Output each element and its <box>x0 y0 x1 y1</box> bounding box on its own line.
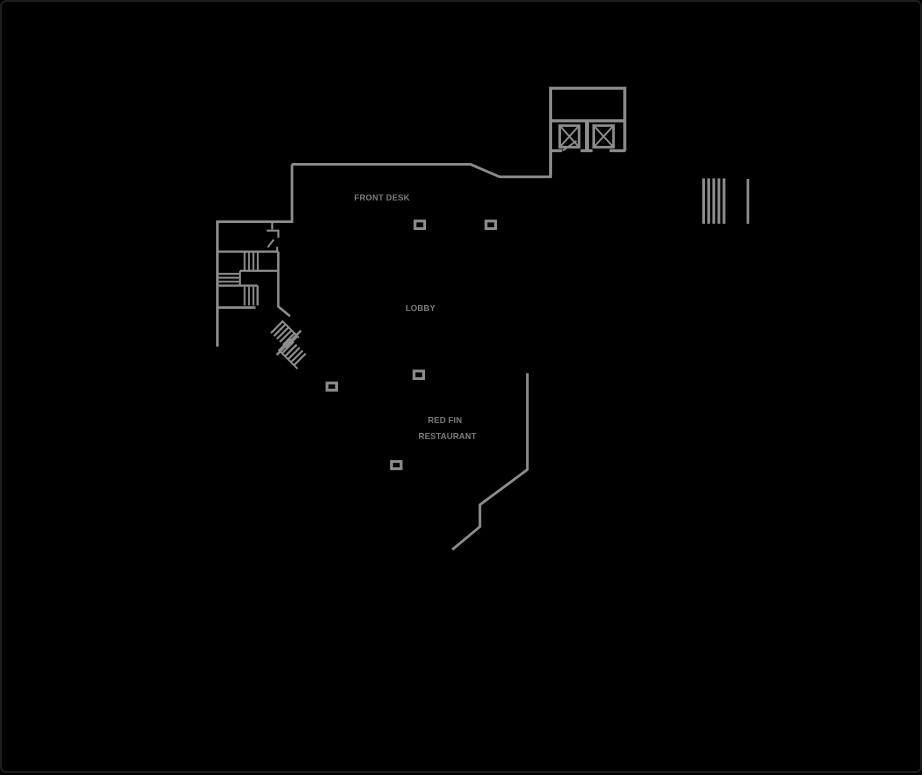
escalator-tread-line <box>286 346 301 361</box>
escalator-tread-line <box>283 343 298 358</box>
column-marker <box>412 369 426 380</box>
column-marker <box>484 219 498 230</box>
elevator-car-2-box <box>592 124 615 149</box>
escalator-tread-line <box>270 320 284 334</box>
escalator-tread-line <box>292 352 307 367</box>
wall-lobby-west <box>216 164 294 347</box>
elevator-door-leaf <box>562 140 578 152</box>
escalator-rail-upper <box>281 320 300 339</box>
column-marker <box>325 381 339 392</box>
escalator-tread-line <box>273 323 287 337</box>
escalator-lower-treads <box>278 337 307 367</box>
escalator-tread-line <box>278 337 292 352</box>
stair-flight-upper-treads <box>243 252 259 270</box>
column-marker <box>390 460 403 471</box>
plan-linework <box>216 86 750 551</box>
escalator-tread-line <box>279 329 293 343</box>
wall-lobby-north <box>292 163 552 179</box>
escalator-tread-line <box>285 335 299 349</box>
escalator-upper-treads <box>270 320 299 349</box>
stair-door-leaf <box>266 239 275 248</box>
escalator-rail-lower <box>277 349 299 370</box>
elevator-car-1 <box>558 124 581 149</box>
stair-flight-west-treads <box>218 272 240 283</box>
restaurant-label-line1: RED FIN <box>428 415 462 425</box>
escalator-tread-line <box>282 332 296 346</box>
escalator-symbol <box>270 320 307 370</box>
elevator-car-2-x-icon <box>593 124 615 148</box>
escalator-tread-line <box>289 349 304 364</box>
elevator-car-1-x-icon <box>559 124 580 148</box>
restaurant-label-line2: RESTAURANT <box>418 431 476 441</box>
wall-restaurant-east <box>451 373 529 551</box>
front-desk-label: FRONT DESK <box>354 193 409 203</box>
column-marker <box>413 219 427 230</box>
escalator-tread-line <box>281 340 295 355</box>
right-stair-hatch <box>702 178 726 224</box>
stair-flight-lower-treads <box>243 286 255 306</box>
escalator-tread-line <box>276 326 290 340</box>
stair-door-jamb-upper <box>266 229 280 238</box>
elevator-car-1-box <box>558 124 581 149</box>
stairwell-east-wall <box>277 251 291 318</box>
lobby-label: LOBBY <box>406 303 436 313</box>
column-markers <box>325 219 498 471</box>
plan-labels: FRONT DESK LOBBY RED FIN RESTAURANT <box>354 193 476 442</box>
elevator-car-2 <box>592 124 615 149</box>
